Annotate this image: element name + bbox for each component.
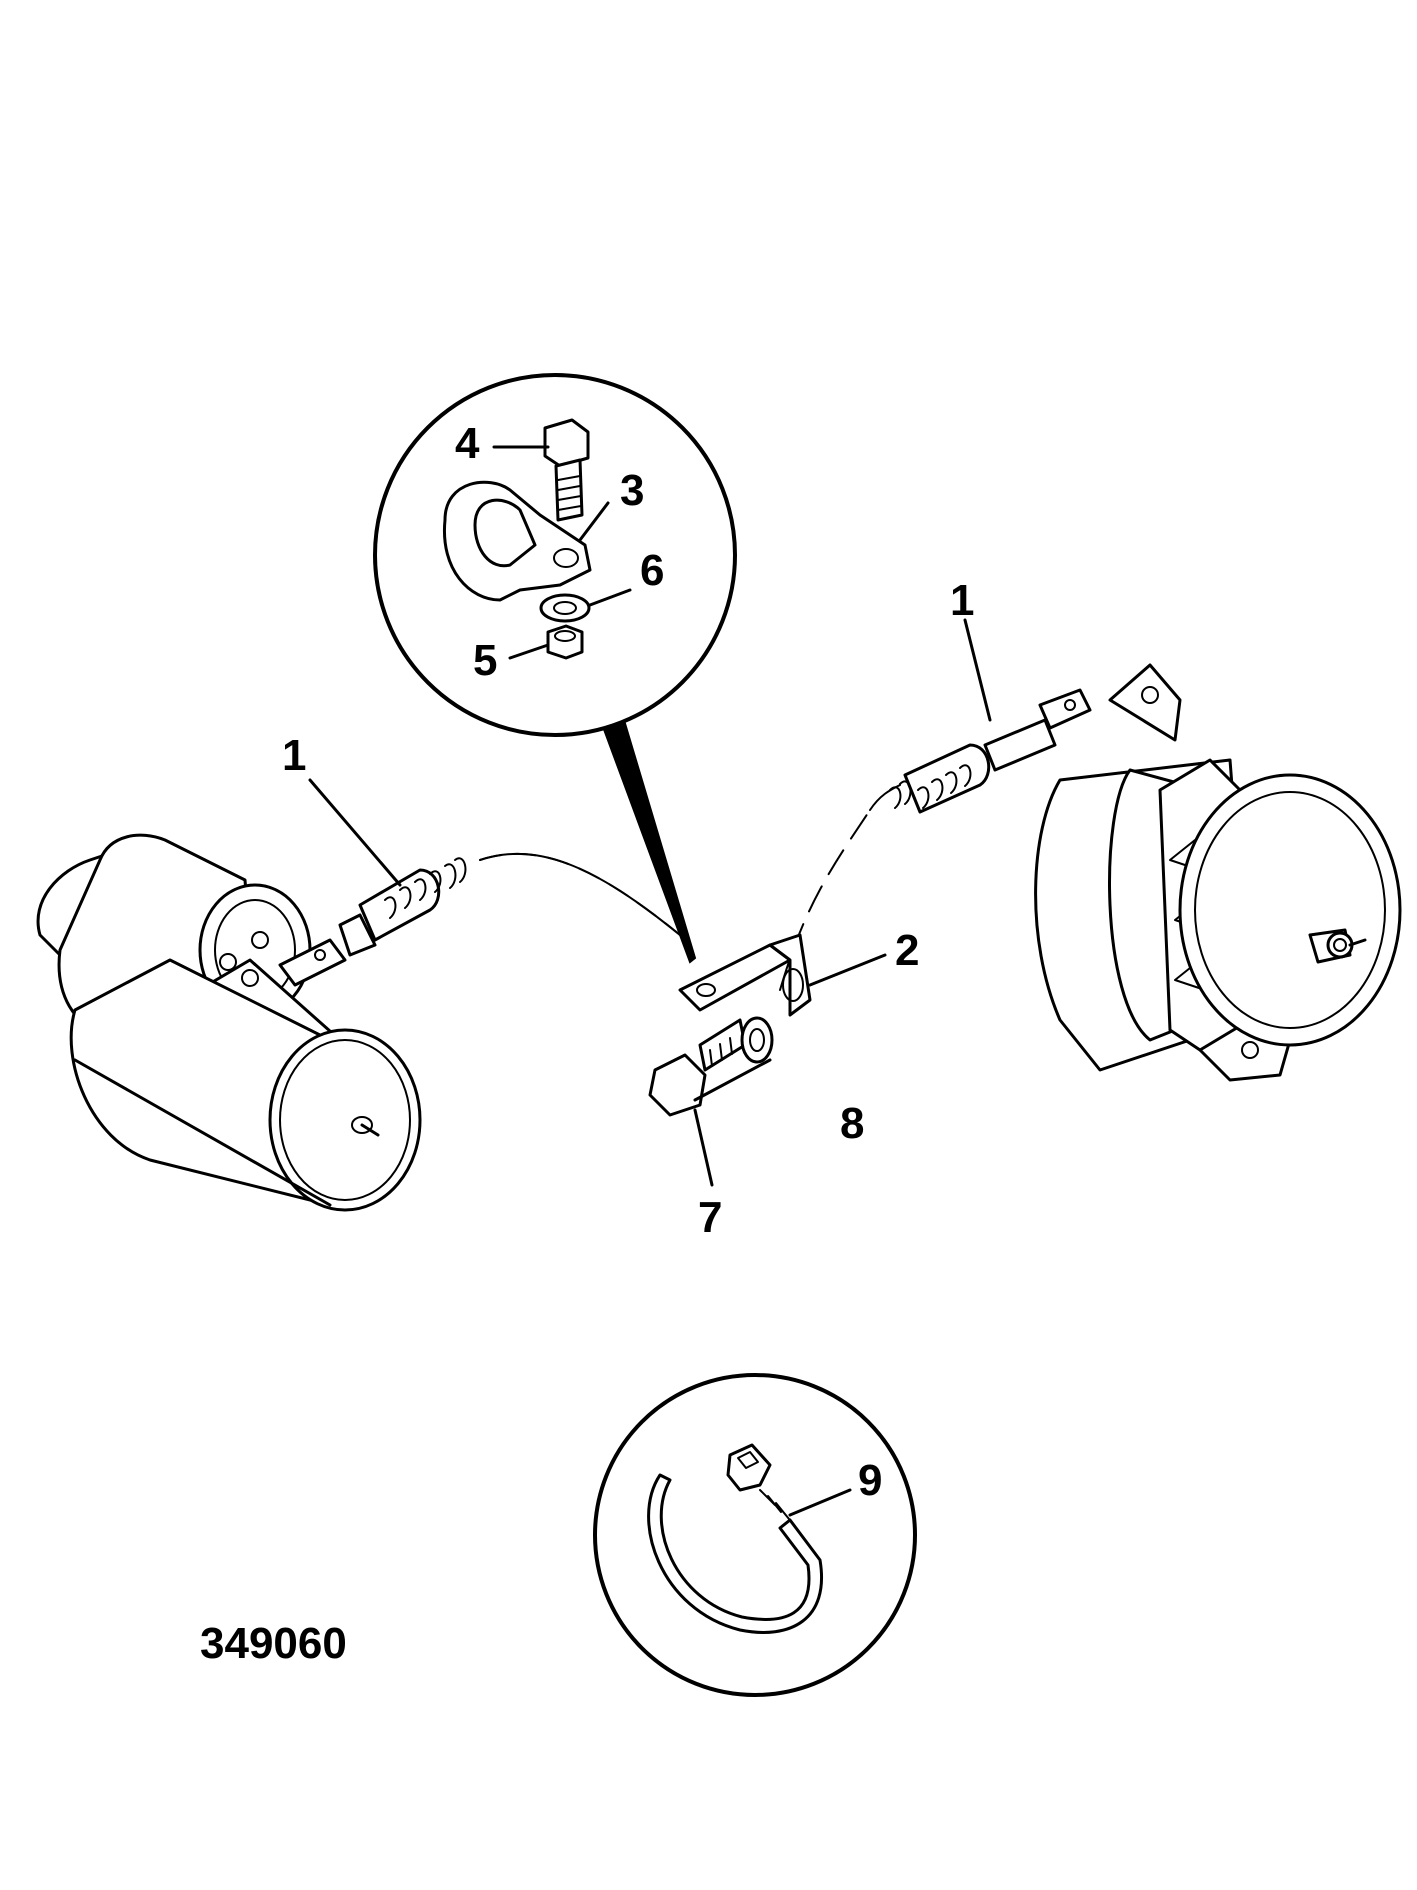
callout-7: 7 bbox=[698, 1193, 722, 1242]
cable-terminal-right bbox=[889, 688, 1092, 814]
figure-number: 349060 bbox=[200, 1619, 347, 1668]
washer-8 bbox=[740, 1016, 774, 1064]
leader-lines bbox=[308, 445, 992, 1517]
starter-motor bbox=[36, 833, 422, 1212]
detail-circle-clip bbox=[373, 373, 737, 737]
callout-6: 6 bbox=[640, 546, 664, 595]
detail-leader bbox=[593, 698, 697, 964]
callout-3: 3 bbox=[620, 466, 644, 515]
callout-4: 4 bbox=[455, 419, 480, 468]
callout-1-right: 1 bbox=[950, 576, 974, 625]
callout-5: 5 bbox=[473, 636, 497, 685]
cable-run bbox=[479, 784, 901, 991]
alternator bbox=[1034, 663, 1402, 1082]
callout-8: 8 bbox=[840, 1099, 864, 1148]
detail-circle-cable-tie bbox=[593, 1373, 917, 1697]
callout-9: 9 bbox=[858, 1456, 882, 1505]
cable-terminal-left bbox=[278, 857, 467, 987]
bolt-7 bbox=[648, 1018, 747, 1117]
callout-1-left: 1 bbox=[282, 731, 306, 780]
bracket bbox=[678, 933, 812, 1017]
callout-2: 2 bbox=[895, 926, 919, 975]
